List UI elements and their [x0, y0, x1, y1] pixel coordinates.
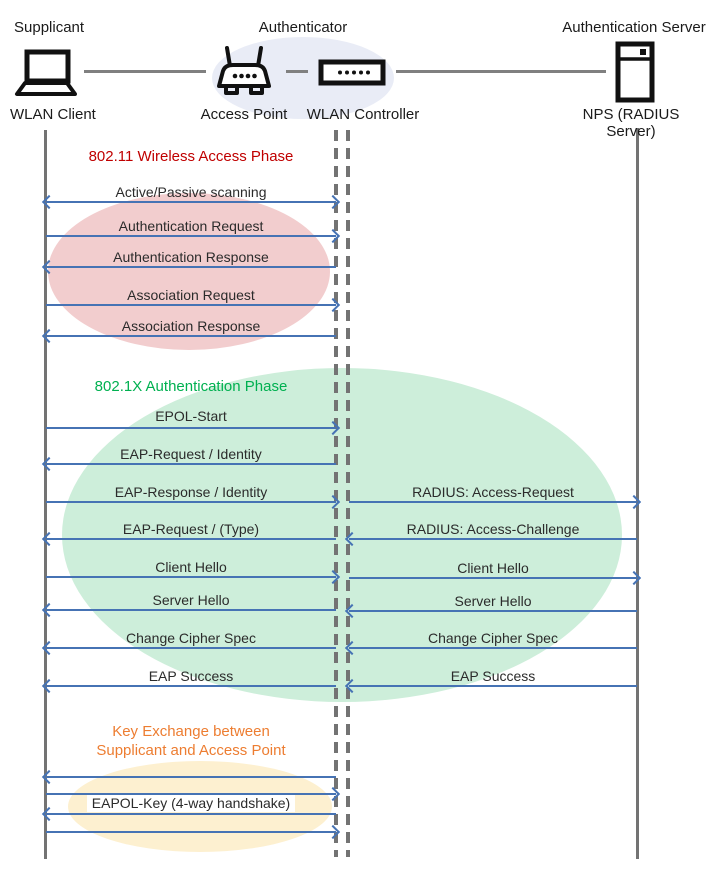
arrow-left: [41, 259, 336, 275]
role-supplicant: Supplicant: [14, 19, 85, 36]
arrow-right: [46, 297, 341, 313]
arrow-left: [344, 603, 637, 619]
key-exchange-label-wrap: EAPOL-Key (4-way handshake): [46, 795, 336, 813]
device-wlan-controller: WLAN Controller: [306, 106, 420, 123]
message-row: Change Cipher Spec: [344, 630, 637, 656]
laptop-icon: [12, 48, 80, 105]
key-exchange-label: EAPOL-Key (4-way handshake): [86, 795, 296, 812]
connector-ap-wlc: [286, 70, 308, 73]
message-row: Association Request: [46, 287, 341, 313]
arrow-left: [41, 769, 336, 785]
message-row: RADIUS: Access-Request: [349, 484, 642, 510]
message-label: Association Response: [121, 318, 261, 334]
arrow-right: [349, 570, 642, 586]
lifeline-access-point: [334, 130, 338, 857]
arrow-left: [41, 328, 336, 344]
message-row: Association Response: [41, 318, 336, 344]
device-nps-radius-server: NPS (RADIUS Server): [582, 106, 680, 140]
arrow-both: [41, 194, 341, 210]
message-row: EAP-Request / (Type): [41, 521, 336, 547]
message-row: EAP-Request / Identity: [41, 446, 336, 472]
role-authenticator: Authenticator: [258, 19, 348, 36]
message-label: Server Hello: [454, 593, 532, 609]
phase2-title: 802.1X Authentication Phase: [94, 378, 288, 395]
arrow-left: [41, 456, 336, 472]
phase1-ellipse: [48, 193, 330, 350]
message-label: RADIUS: Access-Request: [412, 484, 574, 500]
message-row: Active/Passive scanning: [41, 184, 341, 210]
arrow-left: [41, 806, 336, 822]
message-row: EPOL-Start: [46, 408, 341, 436]
arrow-left: [41, 678, 336, 694]
message-label: EPOL-Start: [155, 408, 227, 424]
message-label: Change Cipher Spec: [428, 630, 558, 646]
arrow-left: [41, 640, 336, 656]
device-access-point: Access Point: [200, 106, 288, 123]
message-label: EAP Success: [450, 668, 536, 684]
message-label: Authentication Response: [113, 249, 269, 265]
connector-client-ap: [84, 70, 206, 73]
arrow-right: [349, 494, 642, 510]
arrow-left: [41, 531, 336, 547]
message-label: Active/Passive scanning: [115, 184, 267, 200]
arrow-right: [46, 420, 341, 436]
arrow-right: [46, 786, 341, 802]
connector-wlc-server: [396, 70, 606, 73]
message-row: RADIUS: Access-Challenge: [344, 521, 637, 547]
message-label: Change Cipher Spec: [126, 630, 256, 646]
arrow-left: [41, 602, 336, 618]
server-icon: [615, 41, 655, 108]
message-row: EAP-Response / Identity: [46, 484, 341, 510]
lifeline-wlan-controller: [346, 130, 350, 857]
role-authentication-server: Authentication Server: [562, 19, 706, 36]
access-point-icon: [212, 44, 276, 107]
message-label: Client Hello: [457, 560, 529, 576]
wlan-controller-icon: [318, 59, 386, 91]
device-wlan-client: WLAN Client: [10, 106, 96, 123]
arrow-left: [344, 531, 637, 547]
message-label: Server Hello: [152, 592, 230, 608]
message-label: RADIUS: Access-Challenge: [406, 521, 580, 537]
lifeline-supplicant: [44, 130, 47, 859]
phase3-title-line1: Key Exchange between: [112, 723, 270, 740]
arrow-right: [46, 569, 341, 585]
message-label: EAP Success: [148, 668, 234, 684]
arrow-left: [344, 640, 637, 656]
arrow-right: [46, 228, 341, 244]
message-label: EAP-Response / Identity: [114, 484, 268, 500]
arrow-right: [46, 824, 341, 840]
message-row: EAP Success: [41, 668, 336, 694]
phase3-title-line2: Supplicant and Access Point: [96, 742, 286, 759]
message-label: EAP-Request / (Type): [122, 521, 260, 537]
arrow-right: [46, 494, 341, 510]
arrow-left: [344, 678, 637, 694]
message-row: Authentication Response: [41, 249, 336, 275]
message-label: Client Hello: [155, 559, 227, 575]
message-row: Client Hello: [349, 560, 642, 586]
message-row: Authentication Request: [46, 218, 341, 244]
message-row: Client Hello: [46, 559, 341, 585]
phase2-ellipse: [62, 368, 622, 702]
message-row: Server Hello: [41, 592, 336, 618]
message-label: EAP-Request / Identity: [120, 446, 262, 462]
message-row: Change Cipher Spec: [41, 630, 336, 656]
message-label: Authentication Request: [118, 218, 264, 234]
message-label: Association Request: [127, 287, 255, 303]
message-row: Server Hello: [344, 593, 637, 619]
message-row: EAP Success: [344, 668, 637, 694]
phase1-title: 802.11 Wireless Access Phase: [88, 148, 294, 165]
lifeline-auth-server: [636, 128, 639, 859]
